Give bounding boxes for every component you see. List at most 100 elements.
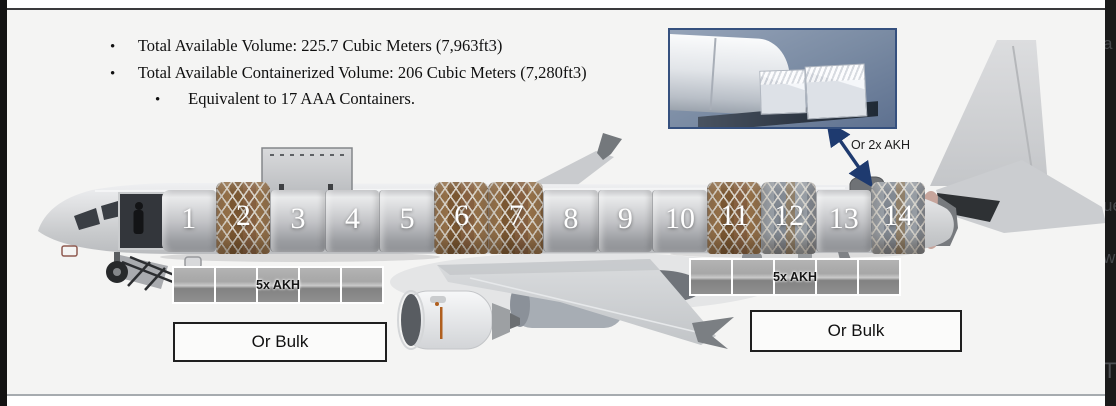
person-body	[133, 210, 144, 234]
inset-akh-container-1	[759, 69, 807, 115]
wing-seam	[469, 277, 706, 335]
cargo-position-12: 12	[761, 182, 816, 254]
akh-container-cell	[733, 260, 773, 294]
bullet-item: • Total Available Volume: 225.7 Cubic Me…	[110, 36, 502, 56]
cargo-position-14: 14	[870, 182, 926, 254]
rudder-seam	[1012, 45, 1035, 185]
forward-akh-strip: 5x AKH	[172, 266, 384, 304]
bullet-text: Total Available Volume: 225.7 Cubic Mete…	[137, 36, 503, 55]
akh-container-cell	[859, 260, 899, 294]
bullet-dot: •	[110, 66, 116, 82]
aft-bulk-label: Or Bulk	[827, 321, 885, 340]
partial-text: a	[1105, 34, 1113, 53]
cargo-position-number: 3	[290, 202, 306, 235]
airstair-platform	[113, 255, 168, 289]
akh-container-cell	[775, 260, 815, 294]
cargo-position-row: 1 2 3 4 5 6 7 8 9 10 11 12 13 14	[162, 182, 926, 254]
wing-root-shade	[437, 259, 660, 275]
right-edge-strip: a ue w T	[1105, 0, 1116, 406]
callout-arrow	[826, 120, 873, 188]
bullet-text: Equivalent to 17 AAA Containers.	[188, 89, 415, 108]
engine-exhaust-cone	[510, 313, 520, 329]
cargo-position-number: 8	[563, 202, 579, 235]
page-bottom-border	[7, 394, 1105, 396]
inset-akh-container-2	[804, 63, 868, 120]
cockpit-window-left	[74, 208, 100, 230]
near-engine-top-vent	[430, 296, 446, 303]
cargo-position-number: 6	[454, 199, 470, 232]
near-engine	[401, 290, 493, 350]
aft-bulk-option-box: Or Bulk	[750, 310, 962, 352]
cargo-position-number: 11	[720, 199, 750, 232]
nose-gear-strut	[114, 252, 120, 264]
akh-container-cell	[691, 260, 731, 294]
engine-orange-stripe	[440, 307, 443, 339]
inset-callout-label: Or 2x AKH	[851, 138, 911, 152]
nose-wheel-hub	[113, 268, 121, 276]
cargo-position-5: 5	[379, 190, 434, 252]
cargo-position-number: 14	[883, 199, 914, 232]
cargo-position-number: 13	[828, 202, 859, 235]
cargo-position-7: 7	[488, 182, 544, 254]
shadow-forward	[160, 252, 440, 262]
cargo-position-11: 11	[706, 182, 762, 254]
near-wing	[437, 259, 716, 345]
cargo-position-4: 4	[324, 190, 380, 252]
akh-container-cell	[342, 268, 382, 302]
far-wing	[528, 151, 614, 186]
bullet-dot: •	[155, 92, 161, 108]
partial-text: ue	[1105, 196, 1116, 215]
aft-akh-strip-label: 5x AKH	[773, 270, 817, 284]
far-engine	[512, 282, 624, 328]
far-engine-inlet	[510, 283, 530, 327]
cargo-position-number: 12	[774, 199, 805, 232]
cockpit-window-right	[101, 201, 121, 220]
cargo-position-number: 5	[399, 202, 415, 235]
partial-text: T	[1105, 358, 1116, 383]
akh-container-cell	[300, 268, 340, 302]
forward-akh-strip-label: 5x AKH	[256, 278, 300, 292]
bullet-dot: •	[110, 39, 116, 55]
cargo-position-number: 10	[664, 202, 695, 235]
forward-bulk-option-box: Or Bulk	[173, 322, 387, 362]
container-detail-inset	[668, 28, 897, 129]
akh-container-cell	[216, 268, 256, 302]
horizontal-stabilizer	[936, 160, 1106, 233]
cargo-position-number: 1	[181, 202, 197, 235]
engine-exhaust	[492, 303, 510, 340]
nose-wheel	[106, 261, 128, 283]
elevator-dark	[937, 193, 1000, 222]
akh-container-cell	[817, 260, 857, 294]
near-engine-lip	[397, 290, 425, 350]
cargo-position-number: 7	[508, 199, 524, 232]
far-winglet	[597, 133, 622, 160]
page-top-border	[7, 8, 1105, 10]
cargo-position-6: 6	[433, 182, 489, 254]
partial-text: w	[1105, 248, 1116, 267]
engine-orange-dot	[435, 302, 439, 306]
far-engine-pylon	[536, 270, 600, 288]
open-cargo-door	[261, 147, 353, 195]
cargo-position-number: 4	[345, 202, 361, 235]
near-engine-inlet	[401, 294, 421, 346]
cargo-position-3: 3	[270, 190, 325, 252]
bullet-item: • Equivalent to 17 AAA Containers.	[155, 89, 415, 109]
cargo-position-8: 8	[543, 190, 598, 252]
cargo-position-2: 2	[215, 182, 271, 254]
bullet-text: Total Available Containerized Volume: 20…	[137, 63, 587, 82]
cargo-position-1: 1	[162, 190, 216, 252]
forward-bulk-label: Or Bulk	[251, 332, 309, 351]
cargo-position-9: 9	[597, 190, 653, 252]
akh-container-cell	[174, 268, 214, 302]
cargo-position-13: 13	[815, 190, 871, 252]
cargo-position-number: 2	[235, 199, 251, 232]
aft-akh-strip: 5x AKH	[689, 258, 901, 296]
vertical-stabilizer	[930, 40, 1048, 186]
bullet-item: • Total Available Containerized Volume: …	[110, 63, 587, 83]
left-edge-strip	[0, 0, 7, 406]
cargo-position-10: 10	[652, 190, 707, 252]
tail-cone-shadow	[936, 196, 958, 246]
cargo-position-number: 9	[617, 202, 633, 235]
